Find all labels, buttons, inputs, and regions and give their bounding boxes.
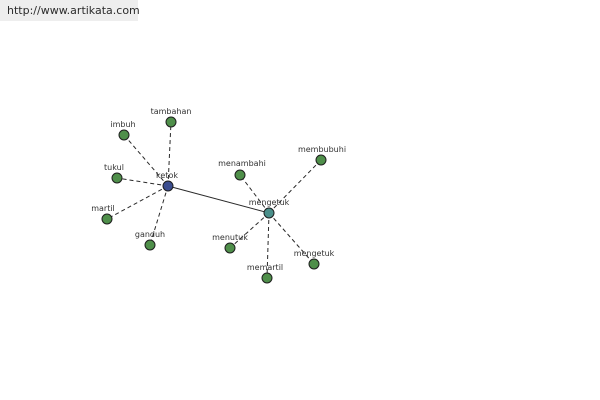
node-tambahan[interactable]	[165, 116, 177, 128]
node-menutuk[interactable]	[224, 242, 236, 254]
nodes-layer	[101, 116, 327, 284]
node-label-mengetuk2: mengetuk	[294, 249, 335, 258]
edge-mengetuk-memartil	[266, 212, 270, 279]
edge-ketok-tambahan	[167, 121, 172, 187]
edge-ketok-ganduh	[149, 185, 169, 246]
edge-mengetuk-membubuhi	[268, 159, 322, 214]
edges-layer	[106, 121, 322, 279]
node-ganduh[interactable]	[144, 239, 156, 251]
node-ketok[interactable]	[162, 180, 174, 192]
node-label-ketok: ketok	[156, 171, 178, 180]
edge-mengetuk-mengetuk2	[268, 212, 315, 265]
source-url: http://www.artikata.com	[0, 0, 140, 21]
edge-mengetuk-menutuk	[229, 212, 270, 249]
edge-ketok-mengetuk	[167, 185, 270, 214]
node-label-membubuhi: membubuhi	[298, 145, 346, 154]
node-label-mengetuk: mengetuk	[249, 198, 290, 207]
node-label-memartil: memartil	[247, 263, 283, 272]
edge-ketok-tukul	[116, 177, 169, 187]
node-label-tukul: tukul	[104, 163, 124, 172]
labels-layer: ketok mengetuk imbuh tambahan tukul martil gan…	[91, 107, 346, 272]
node-label-martil: martil	[91, 204, 115, 213]
node-memartil[interactable]	[261, 272, 273, 284]
edge-ketok-imbuh	[123, 134, 169, 187]
node-tukul[interactable]	[111, 172, 123, 184]
node-mengetuk2[interactable]	[308, 258, 320, 270]
node-imbuh[interactable]	[118, 129, 130, 141]
node-mengetuk[interactable]	[263, 207, 275, 219]
node-label-menambahi: menambahi	[218, 159, 266, 168]
node-membubuhi[interactable]	[315, 154, 327, 166]
node-label-menutuk: menutuk	[212, 233, 248, 242]
node-martil[interactable]	[101, 213, 113, 225]
edge-mengetuk-menambahi	[239, 174, 270, 214]
edge-ketok-martil	[106, 185, 169, 220]
node-label-imbuh: imbuh	[110, 120, 135, 129]
node-label-tambahan: tambahan	[151, 107, 192, 116]
node-label-ganduh: ganduh	[135, 230, 165, 239]
node-menambahi[interactable]	[234, 169, 246, 181]
